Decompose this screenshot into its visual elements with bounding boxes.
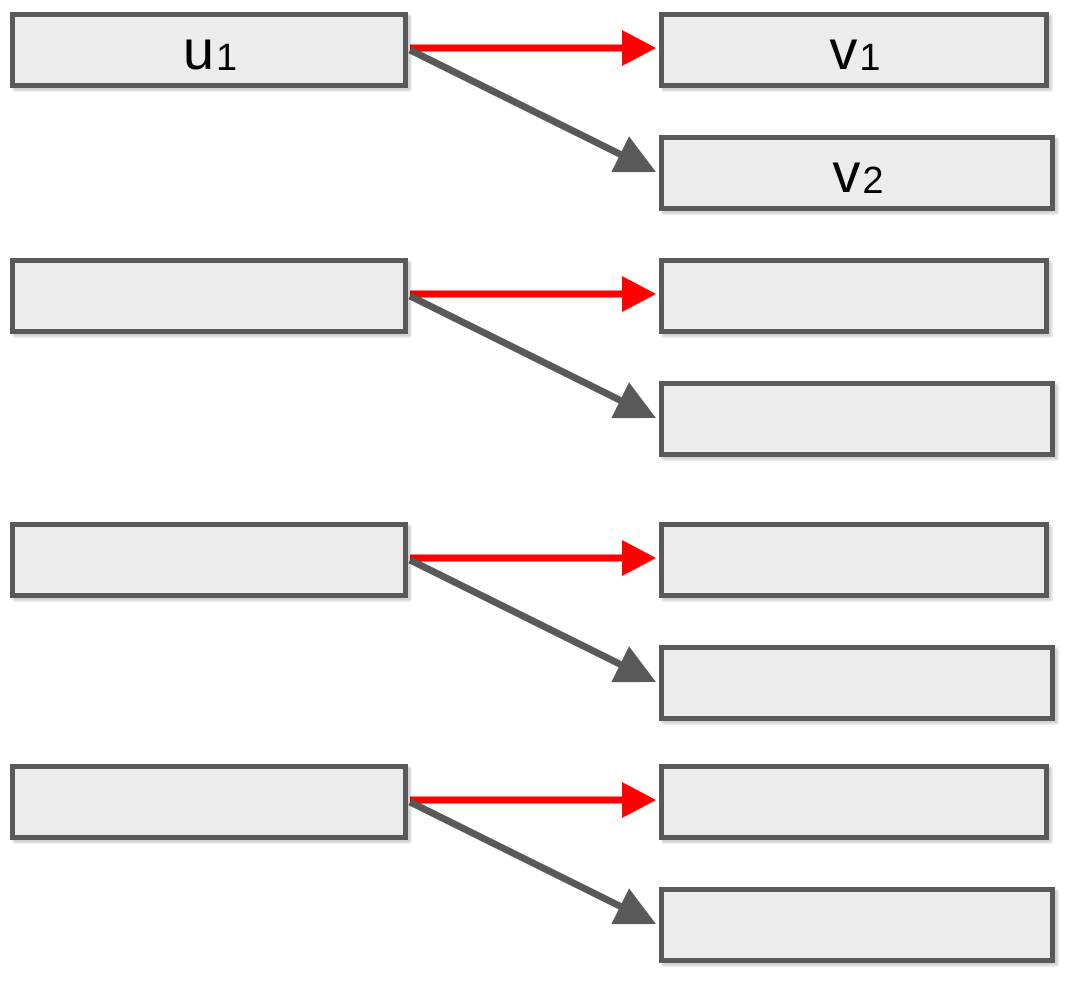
target-bottom-node-4[interactable]	[659, 887, 1055, 963]
target-top-node-4[interactable]	[659, 764, 1049, 840]
red-arrow-1	[410, 30, 656, 66]
node-label-base: v	[829, 18, 858, 81]
gray-arrow-1	[408, 46, 656, 173]
gray-arrow-4	[408, 798, 656, 925]
node-label-base: u	[182, 18, 214, 81]
node-label-base: v	[832, 141, 861, 204]
target-top-node-2[interactable]	[659, 258, 1049, 334]
node-label-subscript: 1	[859, 37, 881, 79]
node-label-subscript: 2	[862, 160, 884, 202]
red-arrow-2	[410, 276, 656, 312]
node-label-subscript: 1	[216, 37, 238, 79]
target-bottom-node-2[interactable]	[659, 381, 1055, 457]
source-node-2[interactable]	[10, 258, 408, 334]
red-arrow-3	[410, 540, 656, 576]
source-node-4[interactable]	[10, 764, 408, 840]
source-node-3[interactable]	[10, 522, 408, 598]
target-top-node-3[interactable]	[659, 522, 1049, 598]
target-bottom-node-3[interactable]	[659, 645, 1055, 721]
gray-arrow-3	[408, 556, 656, 683]
gray-arrow-2	[408, 292, 656, 419]
red-arrow-4	[410, 782, 656, 818]
